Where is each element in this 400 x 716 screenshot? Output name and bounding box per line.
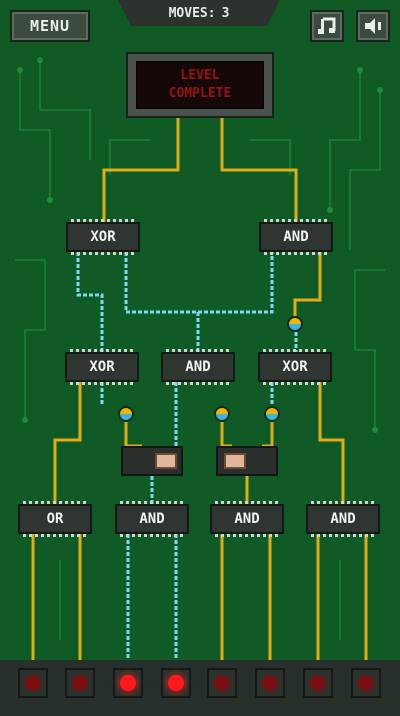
moves-counter: MOVES: 3 [118,0,280,26]
output-led-6 [255,668,285,698]
switch-knob [155,453,177,469]
led-light [72,675,88,691]
toggle-switch-1[interactable] [121,446,183,476]
led-light [25,675,41,691]
output-led-2 [65,668,95,698]
status-screen: LEVEL COMPLETE [136,61,264,109]
gate-label: OR [46,511,64,527]
switch-knob [224,453,246,469]
junction-node[interactable] [287,316,303,332]
led-light [214,675,230,691]
led-light [262,675,278,691]
output-led-7 [303,668,333,698]
gate-row3-4: AND [306,501,380,537]
status-line-1: LEVEL [180,68,220,83]
status-line-2: COMPLETE [168,86,232,101]
output-led-5 [207,668,237,698]
gate-row3-1: OR [18,501,92,537]
menu-button[interactable]: MENU [10,10,90,42]
gate-label: AND [185,359,211,375]
gate-row1-1: XOR [66,219,140,255]
output-bar [0,660,400,716]
gate-row3-3: AND [210,501,284,537]
junction-node[interactable] [264,406,280,422]
gate-label: XOR [282,359,308,375]
sound-toggle-button[interactable] [356,10,390,42]
music-note-icon [318,17,336,34]
moves-value: 3 [221,5,230,21]
speaker-icon [365,18,381,34]
gate-label: XOR [89,359,115,375]
gate-row3-2: AND [115,501,189,537]
led-light [310,675,326,691]
toggle-switch-2[interactable] [216,446,278,476]
gate-label: AND [234,511,260,527]
output-led-1 [18,668,48,698]
output-led-3 [113,668,143,698]
status-display: LEVEL COMPLETE [126,52,274,118]
junction-node[interactable] [214,406,230,422]
led-light [358,675,374,691]
output-led-4 [161,668,191,698]
moves-label: MOVES: [168,5,216,21]
gate-row2-1: XOR [65,349,139,385]
gate-label: XOR [90,229,116,245]
gate-row1-2: AND [259,219,333,255]
gate-row2-2: AND [161,349,235,385]
junction-node[interactable] [118,406,134,422]
gate-row2-3: XOR [258,349,332,385]
gate-label: AND [139,511,165,527]
gate-label: AND [330,511,356,527]
led-light [120,675,136,691]
music-toggle-button[interactable] [310,10,344,42]
gate-label: AND [283,229,309,245]
output-led-8 [351,668,381,698]
led-light [168,675,184,691]
